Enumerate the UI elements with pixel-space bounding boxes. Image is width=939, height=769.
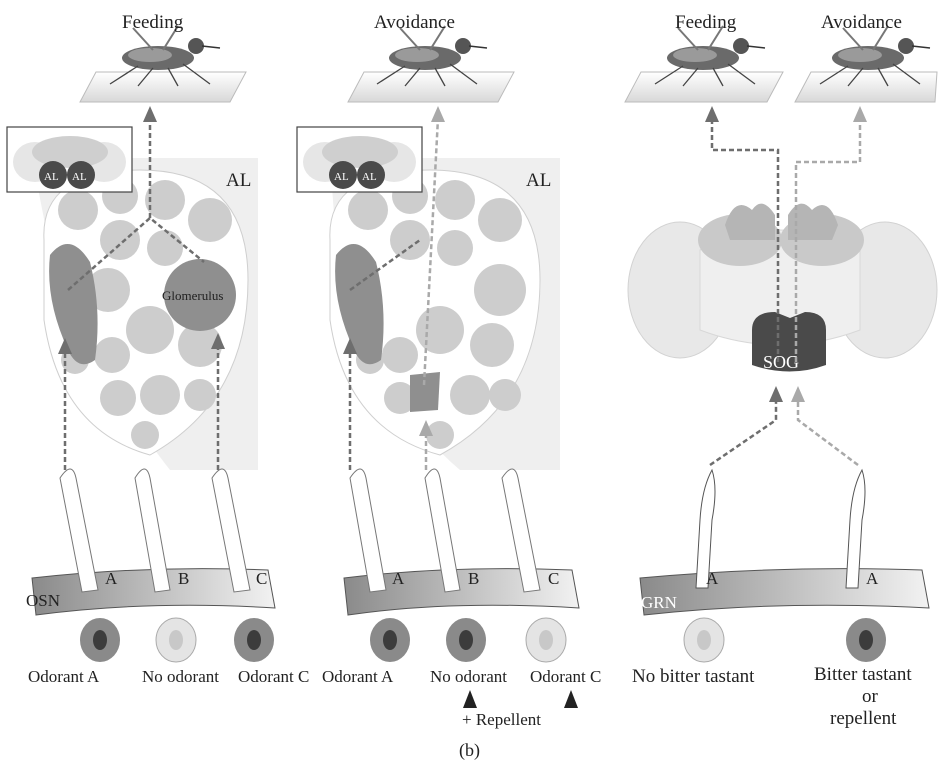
avoidance-platform	[348, 72, 514, 102]
grn-label: GRN	[641, 593, 677, 612]
feeding-platform	[625, 72, 783, 102]
inset-al-text-1: AL	[334, 171, 349, 183]
inset-al-text-1: AL	[44, 171, 59, 183]
stimulus-odorant-c: Odorant C	[530, 667, 601, 686]
al-label: AL	[226, 170, 251, 191]
inset-al-text-2: AL	[72, 171, 87, 183]
stimulus-no-bitter: No bitter tastant	[632, 666, 755, 687]
neuron-cells	[80, 618, 274, 662]
sensillum-a: A	[392, 569, 405, 588]
grn-band	[640, 569, 929, 615]
stimulus-odorant-c: Odorant C	[238, 667, 309, 686]
behavior-avoidance-right: Avoidance	[821, 12, 902, 33]
osn-label: OSN	[26, 591, 60, 610]
sensillum-c: C	[548, 569, 559, 588]
sensillum-a: A	[105, 569, 118, 588]
stimulus-odorant-a: Odorant A	[28, 667, 100, 686]
panel-right: SOG GRN A A No bitter tastant Bitter tas…	[625, 12, 937, 729]
behavior-feeding-left: Feeding	[122, 12, 184, 33]
glomerulus-label: Glomerulus	[162, 288, 223, 303]
repellent-marker-b	[463, 690, 477, 708]
al-label: AL	[526, 170, 551, 191]
neuron-cells	[684, 618, 886, 662]
sensillum-a-right: A	[866, 569, 879, 588]
neuron-cells	[370, 618, 566, 662]
stimulus-no-odorant: No odorant	[430, 667, 507, 686]
feeding-platform	[80, 72, 246, 102]
stimulus-bitter: Bitter tastant	[814, 664, 912, 685]
behavior-feeding-right: Feeding	[675, 12, 737, 33]
sensillum-c: C	[256, 569, 267, 588]
glomerulus-repellent	[410, 372, 440, 412]
stimulus-or: or	[862, 686, 879, 707]
stimulus-odorant-a: Odorant A	[322, 667, 394, 686]
behavior-avoidance-middle: Avoidance	[374, 12, 455, 33]
avoidance-platform	[795, 72, 937, 102]
panel-left: AL Glomerulus AL AL	[7, 12, 309, 686]
figure-caption: (b)	[459, 740, 480, 761]
stimulus-no-odorant: No odorant	[142, 667, 219, 686]
inset-al-text-2: AL	[362, 171, 377, 183]
repellent-marker-c	[564, 690, 578, 708]
sog-label: SOG	[763, 352, 799, 372]
stimulus-repellent: repellent	[830, 708, 897, 729]
panel-middle: AL AL AL	[297, 12, 601, 729]
sensillum-a-left: A	[706, 569, 719, 588]
repellent-note: + Repellent	[462, 710, 541, 729]
sensillum-b: B	[468, 569, 479, 588]
sensillum-b: B	[178, 569, 189, 588]
